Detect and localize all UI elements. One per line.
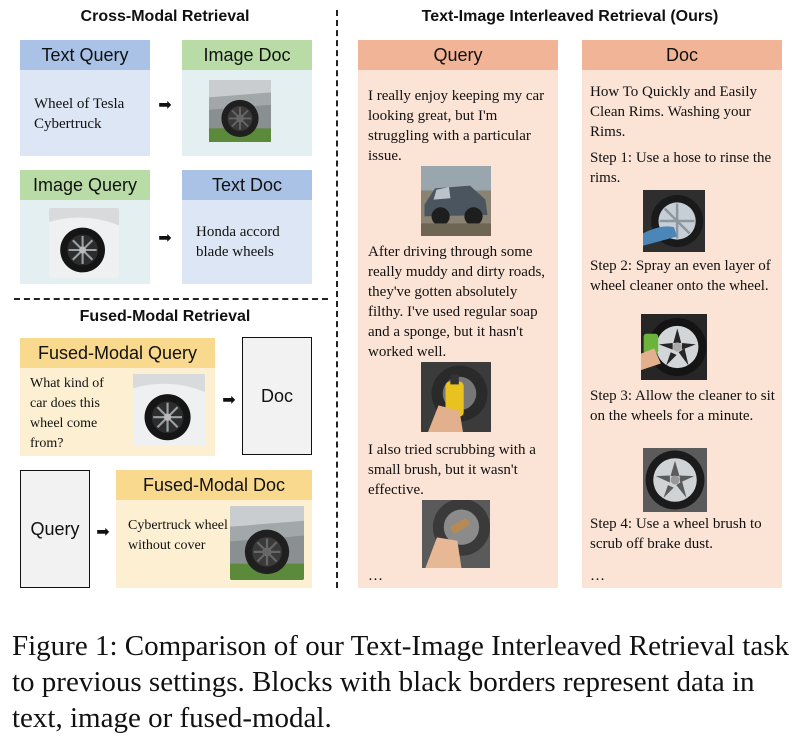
honda-wheel-photo: [49, 208, 119, 278]
fused-doc-header: Fused-Modal Doc: [116, 470, 312, 500]
doc-title: How To Quickly and Easily Clean Rims. Wa…: [590, 84, 757, 140]
query-ellipsis: …: [368, 568, 383, 584]
interleaved-query-header: Query: [358, 40, 558, 70]
cleaner-bottle-photo: [420, 362, 492, 432]
spray-rim-photo: [638, 314, 710, 380]
clean-rim-photo: [638, 448, 712, 512]
doc-ellipsis: …: [590, 568, 605, 584]
figure-caption: Figure 1: Comparison of our Text-Image I…: [12, 630, 789, 734]
arrow-icon: ➡: [96, 522, 110, 541]
arrow-icon: ➡: [222, 390, 236, 409]
muddy-car-photo: [420, 166, 492, 236]
query-paragraph-1: I really enjoy keeping my car looking gr…: [368, 88, 545, 164]
text-doc-header: Text Doc: [182, 170, 312, 200]
fused-doc-text: Cybertruck wheel without cover: [128, 518, 228, 553]
interleaved-doc-body: How To Quickly and Easily Clean Rims. Wa…: [582, 70, 782, 588]
query-paragraph-2: After driving through some really muddy …: [368, 244, 546, 360]
cross-modal-title: Cross-Modal Retrieval: [80, 8, 250, 25]
interleaved-title: Text-Image Interleaved Retrieval (Ours): [421, 8, 719, 25]
fused-doc-body: Cybertruck wheel without cover: [116, 500, 312, 588]
section-divider: [14, 298, 328, 300]
query-box: Query: [20, 470, 90, 588]
doc-step-4: Step 4: Use a wheel brush to scrub off b…: [590, 516, 762, 552]
text-doc-body: Honda accord blade wheels: [182, 200, 312, 284]
white-car-wheel-photo: [130, 374, 208, 446]
interleaved-query-body: I really enjoy keeping my car looking gr…: [358, 70, 558, 588]
query-paragraph-3: I also tried scrubbing with a small brus…: [368, 442, 536, 498]
text-query-body: Wheel of Tesla Cybertruck: [20, 70, 150, 156]
interleaved-doc-header: Doc: [582, 40, 782, 70]
text-query-header: Text Query: [20, 40, 150, 70]
doc-step-3: Step 3: Allow the cleaner to sit on the …: [590, 388, 775, 424]
brush-wheel-photo: [420, 500, 492, 568]
arrow-icon: ➡: [158, 95, 172, 114]
image-query-body: [20, 200, 150, 284]
doc-box: Doc: [242, 337, 312, 455]
image-doc-body: [182, 70, 312, 156]
doc-step-1: Step 1: Use a hose to rinse the rims.: [590, 150, 772, 186]
column-divider: [336, 10, 338, 588]
fused-modal-title: Fused-Modal Retrieval: [79, 308, 251, 325]
doc-step-2: Step 2: Spray an even layer of wheel cle…: [590, 258, 771, 294]
text-query-text: Wheel of Tesla Cybertruck: [34, 96, 125, 132]
arrow-icon: ➡: [158, 228, 172, 247]
cybertruck-wheel-photo: [209, 76, 271, 146]
text-doc-text: Honda accord blade wheels: [196, 224, 280, 260]
cybertruck-wheel-photo: [230, 506, 304, 580]
fused-query-text: What kind of car does this wheel come fr…: [30, 376, 104, 451]
image-query-header: Image Query: [20, 170, 150, 200]
fused-query-body: What kind of car does this wheel come fr…: [20, 368, 215, 456]
hose-rim-photo: [638, 190, 710, 252]
image-doc-header: Image Doc: [182, 40, 312, 70]
fused-query-header: Fused-Modal Query: [20, 338, 215, 368]
